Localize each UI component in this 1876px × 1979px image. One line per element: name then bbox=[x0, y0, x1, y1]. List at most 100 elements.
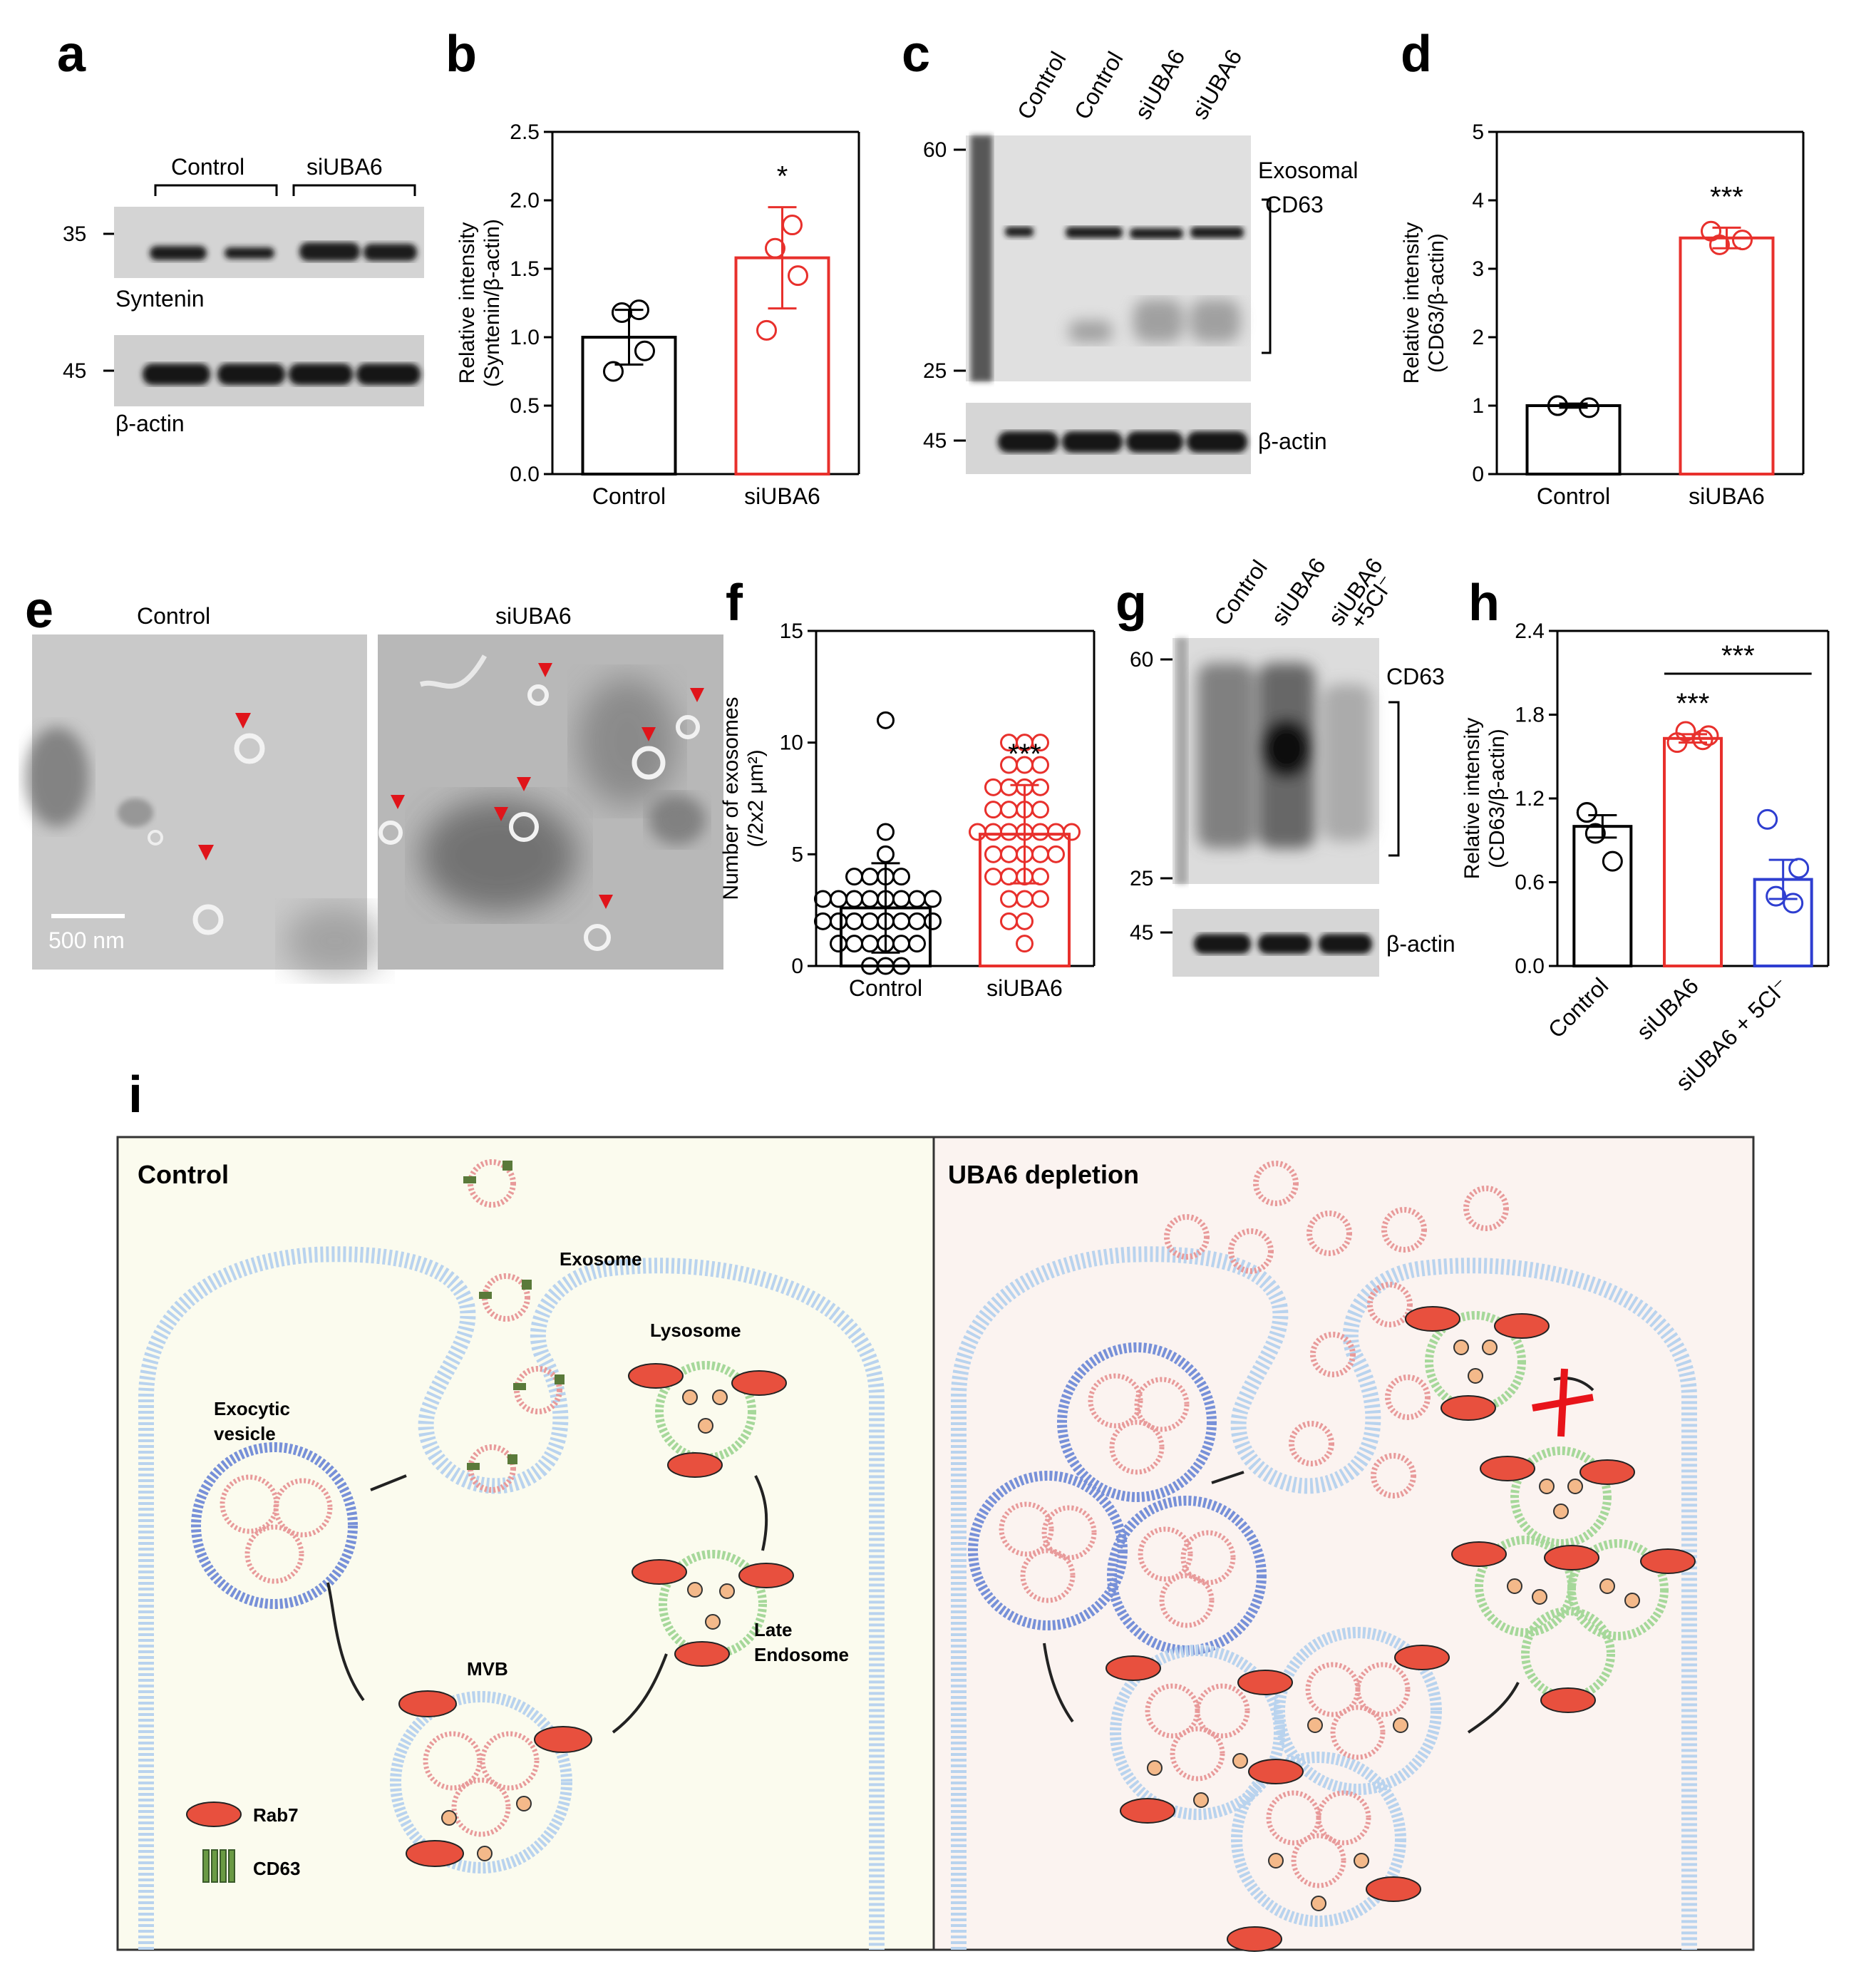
point-f-0 bbox=[892, 935, 910, 953]
label-lysosome: Lysosome bbox=[650, 1320, 741, 1341]
point-h-2 bbox=[1766, 885, 1787, 907]
point-f-1 bbox=[1047, 845, 1065, 863]
depletion-mvbs bbox=[1110, 1627, 1442, 1927]
diagram-control-title: Control bbox=[138, 1160, 229, 1189]
panel-a-group-control: Control bbox=[171, 154, 244, 180]
point-f-0 bbox=[892, 890, 910, 908]
legend-cd63-label: CD63 bbox=[253, 1858, 300, 1879]
chart-h-ytick-label: 0.6 bbox=[1515, 871, 1545, 895]
panel-e-letter: e bbox=[25, 582, 53, 639]
point-b-1 bbox=[788, 265, 808, 287]
point-f-1 bbox=[1063, 823, 1081, 841]
panel-g-smears bbox=[1197, 663, 1372, 848]
panel-c-label-actin: β-actin bbox=[1258, 428, 1327, 454]
point-h-0 bbox=[1584, 823, 1606, 844]
point-f-1 bbox=[1000, 734, 1018, 752]
chart-b-ytick-label: 0.5 bbox=[510, 394, 540, 418]
depletion-mvb-rab7 bbox=[1106, 1645, 1450, 1952]
arrow-blocked bbox=[1553, 1377, 1594, 1392]
panel-g-ladder bbox=[1176, 638, 1187, 884]
chart-h-xtick-label: Control bbox=[1543, 972, 1613, 1042]
chart-h-ytick-label: 0.0 bbox=[1515, 955, 1545, 978]
point-f-1 bbox=[1000, 845, 1018, 863]
chart-h-ytick-label: 1.8 bbox=[1515, 704, 1545, 727]
chart-d-xtick-label: Control bbox=[1537, 483, 1610, 509]
bar-d-0 bbox=[1525, 404, 1622, 476]
point-f-1 bbox=[1031, 868, 1049, 886]
point-f-1 bbox=[1031, 890, 1049, 908]
point-d-0 bbox=[1547, 395, 1568, 416]
point-f-0 bbox=[877, 823, 895, 841]
point-f-0 bbox=[924, 890, 942, 908]
point-f-0 bbox=[845, 868, 863, 886]
point-f-1 bbox=[1000, 890, 1018, 908]
panel-a-label-syntenin: Syntenin bbox=[115, 286, 205, 312]
panel-g-label-actin: β-actin bbox=[1386, 931, 1455, 957]
panel-i: i Control UBA6 depletion Exosome Exocyti… bbox=[116, 1066, 1755, 1952]
point-b-0 bbox=[634, 340, 655, 361]
point-f-0 bbox=[908, 912, 926, 930]
arrow-depletion-mvb-to-lyso bbox=[1467, 1682, 1520, 1734]
arrow-depletion-mvb-to-exocytic bbox=[1043, 1643, 1074, 1723]
point-d-1 bbox=[1709, 234, 1730, 255]
panel-a-marker-35: 35 bbox=[63, 222, 86, 246]
chart-h-ytick-label: 1.2 bbox=[1515, 787, 1545, 811]
legend-rab7-label: Rab7 bbox=[253, 1804, 299, 1826]
control-mvb bbox=[390, 1691, 572, 1873]
em-scalebar-label: 500 nm bbox=[48, 927, 125, 953]
legend-cd63-icon bbox=[202, 1849, 235, 1883]
panel-c-lane-2: Control bbox=[1069, 47, 1128, 123]
point-f-1 bbox=[984, 801, 1002, 819]
control-lyso-rab7 bbox=[628, 1363, 787, 1478]
point-d-0 bbox=[1579, 397, 1599, 418]
point-f-0 bbox=[877, 711, 895, 729]
point-f-1 bbox=[1031, 756, 1049, 774]
point-f-0 bbox=[892, 957, 910, 975]
panel-g-label-cd63: CD63 bbox=[1386, 664, 1445, 689]
point-f-1 bbox=[1000, 756, 1018, 774]
control-late-endosome bbox=[659, 1550, 767, 1658]
chart-h-ylabel: (CD63/β-actin) bbox=[1485, 729, 1509, 868]
panel-c-label-cd63: CD63 bbox=[1265, 192, 1324, 217]
label-late-2: Endosome bbox=[754, 1644, 849, 1665]
chart-f-ytick-label: 10 bbox=[780, 731, 803, 755]
diagram-depletion-title: UBA6 depletion bbox=[948, 1160, 1139, 1189]
point-f-0 bbox=[830, 890, 847, 908]
depletion-mvb-contents bbox=[1145, 1662, 1411, 1888]
significance-b: * bbox=[777, 161, 788, 192]
point-f-1 bbox=[1031, 845, 1049, 863]
control-mvb-contents bbox=[423, 1731, 540, 1837]
em-siuba6-content bbox=[378, 654, 706, 951]
control-exocytic-vesicle bbox=[191, 1442, 358, 1609]
significance-d: *** bbox=[1710, 181, 1743, 212]
point-f-1 bbox=[1031, 778, 1049, 796]
arrow-exocytic-to-membrane bbox=[370, 1474, 407, 1491]
label-exocytic-2: vesicle bbox=[214, 1423, 276, 1444]
point-f-1 bbox=[1000, 868, 1018, 886]
panel-g-lane-2: siUBA6 bbox=[1266, 553, 1331, 630]
chart-b-ylabel: Relative intensity bbox=[455, 222, 479, 384]
chart-f-ytick-label: 0 bbox=[791, 955, 803, 978]
significance-h: *** bbox=[1676, 688, 1710, 719]
chart-f-xtick-label: Control bbox=[849, 975, 922, 1001]
panel-g-bands-actin bbox=[1194, 934, 1372, 954]
panel-a-bands-actin bbox=[143, 364, 421, 385]
point-b-0 bbox=[603, 361, 624, 382]
panel-g: g Control siUBA6 siUBA6 +5Cl⁻ 60 25 CD63… bbox=[1115, 553, 1455, 977]
panel-c-blot-cd63 bbox=[966, 135, 1251, 381]
point-f-0 bbox=[861, 890, 879, 908]
point-h-0 bbox=[1602, 850, 1623, 872]
point-h-1 bbox=[1692, 729, 1713, 751]
point-f-0 bbox=[861, 912, 879, 930]
point-b-1 bbox=[782, 215, 803, 236]
point-f-0 bbox=[845, 912, 863, 930]
significance-f: *** bbox=[1008, 739, 1041, 770]
panel-c-marker-25: 25 bbox=[923, 359, 947, 383]
arrow-mvb-to-exocytic bbox=[326, 1582, 365, 1702]
panel-g-marker-25: 25 bbox=[1130, 867, 1153, 890]
